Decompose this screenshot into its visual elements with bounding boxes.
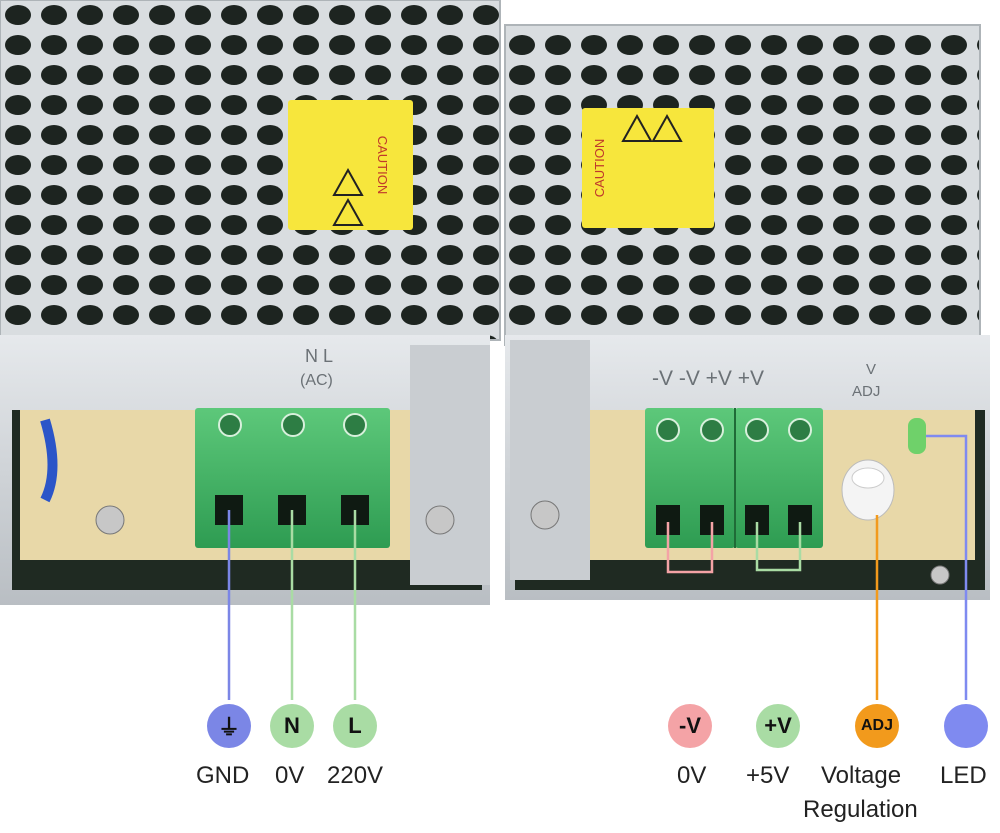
adj-label: Voltage xyxy=(821,762,902,789)
status-led xyxy=(908,418,926,454)
neutral-badge: N xyxy=(270,704,314,748)
right-caution-text: CAUTION xyxy=(592,139,607,198)
gnd-badge: ⏚ xyxy=(207,704,251,748)
neg-v-label: 0V xyxy=(677,762,707,789)
left-perforated-cover xyxy=(0,0,500,340)
line-label: 220V xyxy=(327,762,384,789)
right-power-supply: CAUTION -V -V +V +V V ADJ xyxy=(504,24,990,600)
line-badge: L xyxy=(333,704,377,748)
right-adj-print-2: ADJ xyxy=(852,383,880,400)
callout-lines xyxy=(227,434,968,700)
line-badge-text: L xyxy=(348,713,362,738)
led-label: LED xyxy=(940,762,987,789)
right-bracket xyxy=(510,340,590,580)
gnd-label: GND xyxy=(196,762,250,789)
adj-label-2: Regulation xyxy=(803,796,918,823)
right-caution-label: CAUTION xyxy=(582,108,714,228)
pos-v-badge-text: +V xyxy=(764,713,792,738)
left-blue-wire xyxy=(40,418,58,503)
pos-v-badge: +V xyxy=(756,704,800,748)
right-terminal-print: -V -V +V +V xyxy=(652,367,764,390)
left-screw-b xyxy=(425,505,455,535)
right-screw-a xyxy=(530,500,560,530)
right-perforated-cover xyxy=(505,25,980,345)
pos-v-label: +5V xyxy=(746,762,790,789)
neg-v-badge: -V xyxy=(668,704,712,748)
left-bracket xyxy=(410,345,490,585)
left-caution-text: CAUTION xyxy=(375,136,390,195)
adj-badge-text: ADJ xyxy=(860,717,893,734)
left-terminal-print-1: N L xyxy=(305,346,333,366)
neg-v-badge-text: -V xyxy=(679,713,701,738)
right-adj-print-1: V xyxy=(866,361,876,378)
neutral-badge-text: N xyxy=(284,713,300,738)
right-screw-b xyxy=(930,565,950,585)
ground-icon: ⏚ xyxy=(217,715,240,740)
left-power-supply: CAUTION N L (AC) xyxy=(0,0,501,605)
left-screw-a xyxy=(95,505,125,535)
led-badge xyxy=(944,704,988,748)
left-caution-label: CAUTION xyxy=(288,100,413,230)
neutral-label: 0V xyxy=(275,762,305,789)
adj-badge: ADJ xyxy=(855,704,899,748)
left-terminal-print-2: (AC) xyxy=(300,372,333,389)
